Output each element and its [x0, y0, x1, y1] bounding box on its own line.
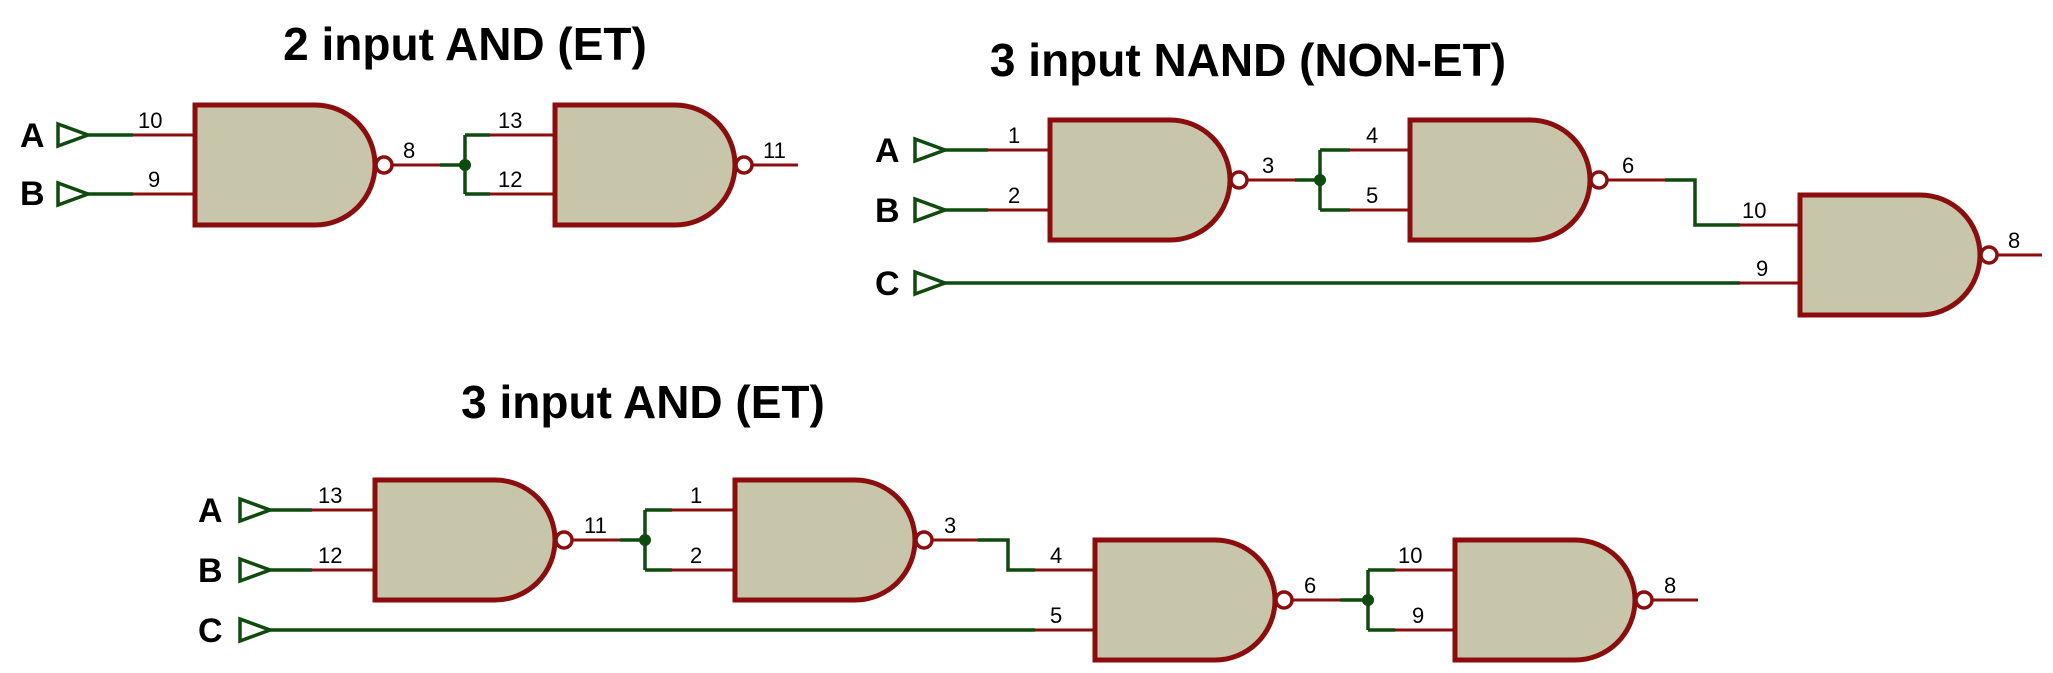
pin-label: 8: [403, 138, 415, 163]
pin-label: 8: [1664, 573, 1676, 598]
pin-label: 13: [318, 483, 342, 508]
circuit-and3: 3 input AND (ET) A B C 13 12 11 1 2 3: [198, 376, 1698, 663]
inversion-bubble: [914, 530, 934, 550]
input-label-b: B: [198, 552, 223, 590]
inversion-bubble: [734, 155, 754, 175]
input-port-c[interactable]: [913, 269, 951, 297]
wire-g2-out: [978, 538, 1035, 572]
input-port-a[interactable]: [913, 136, 951, 164]
pin-label: 1: [1008, 123, 1020, 148]
nand-gate-2[interactable]: [1407, 117, 1593, 243]
circuit-and2-title: 2 input AND (ET): [283, 18, 647, 70]
nand-gate-1[interactable]: [1047, 117, 1233, 243]
nand-gate-4[interactable]: [1452, 537, 1638, 663]
input-port-b[interactable]: [238, 556, 276, 584]
pin-label: 9: [1412, 603, 1424, 628]
pin-label: 11: [763, 138, 786, 163]
pin-label: 9: [1756, 256, 1768, 281]
nand-gate-2[interactable]: [732, 477, 918, 603]
circuit-nand3-title: 3 input NAND (NON-ET): [990, 34, 1506, 86]
inversion-bubble: [1979, 245, 1999, 265]
pin-label: 5: [1366, 183, 1378, 208]
pin-label: 12: [498, 167, 522, 192]
input-port-a[interactable]: [238, 496, 276, 524]
inversion-bubble: [1589, 170, 1609, 190]
pin-label: 2: [690, 543, 702, 568]
circuit-and2: 2 input AND (ET) A B 10 9 8 13 12 11: [20, 18, 798, 228]
input-label-a: A: [20, 117, 45, 155]
inversion-bubble: [554, 530, 574, 550]
inversion-bubble: [1229, 170, 1249, 190]
pin-label: 4: [1050, 543, 1062, 568]
input-label-b: B: [20, 175, 45, 213]
pin-label: 8: [2008, 228, 2020, 253]
pin-label: 3: [944, 513, 956, 538]
pin-label: 2: [1008, 183, 1020, 208]
pin-label: 11: [584, 513, 607, 538]
pin-label: 9: [148, 167, 160, 192]
nand-gate-3[interactable]: [1797, 192, 1983, 318]
inversion-bubble: [374, 155, 394, 175]
pin-label: 3: [1262, 153, 1274, 178]
nand-gate-1[interactable]: [192, 102, 378, 228]
pin-label: 6: [1622, 153, 1634, 178]
input-label-c: C: [198, 612, 223, 650]
input-port-c[interactable]: [238, 616, 276, 644]
wire-g2-out: [1665, 178, 1740, 227]
input-label-a: A: [198, 492, 223, 530]
pin-label: 4: [1366, 123, 1378, 148]
nand-gate-3[interactable]: [1092, 537, 1278, 663]
circuit-and3-title: 3 input AND (ET): [461, 376, 825, 428]
pin-label: 10: [1398, 543, 1422, 568]
pin-label: 10: [1742, 198, 1766, 223]
input-port-b[interactable]: [913, 196, 951, 224]
input-label-b: B: [875, 192, 900, 230]
circuit-nand3: 3 input NAND (NON-ET) A B C 1 2 3 4 5: [875, 34, 2042, 318]
input-port-a[interactable]: [56, 121, 94, 149]
input-label-c: C: [875, 265, 900, 303]
pin-label: 6: [1304, 573, 1316, 598]
pin-label: 1: [690, 483, 702, 508]
pin-label: 12: [318, 543, 342, 568]
nand-gate-2[interactable]: [552, 102, 738, 228]
pin-label: 10: [138, 108, 162, 133]
nand-gate-1[interactable]: [372, 477, 558, 603]
pin-label: 5: [1050, 603, 1062, 628]
pin-label: 13: [498, 108, 522, 133]
input-label-a: A: [875, 132, 900, 170]
inversion-bubble: [1634, 590, 1654, 610]
inversion-bubble: [1274, 590, 1294, 610]
input-port-b[interactable]: [56, 180, 94, 208]
